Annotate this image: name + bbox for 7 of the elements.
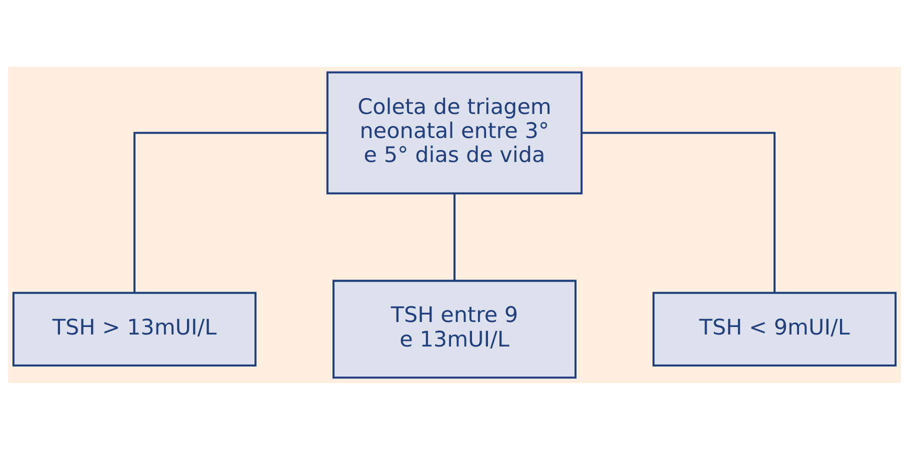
connector — [582, 131, 776, 292]
connector — [454, 193, 456, 280]
node-box: Coleta de triagem neonatal entre 3° e 5° dias de vida — [326, 70, 583, 194]
node-box: TSH entre 9 e 13mUI/L — [332, 279, 577, 378]
node-box: TSH > 13mUI/L — [12, 291, 256, 366]
node-box: TSH < 9mUI/L — [652, 291, 897, 366]
connector — [133, 131, 328, 292]
